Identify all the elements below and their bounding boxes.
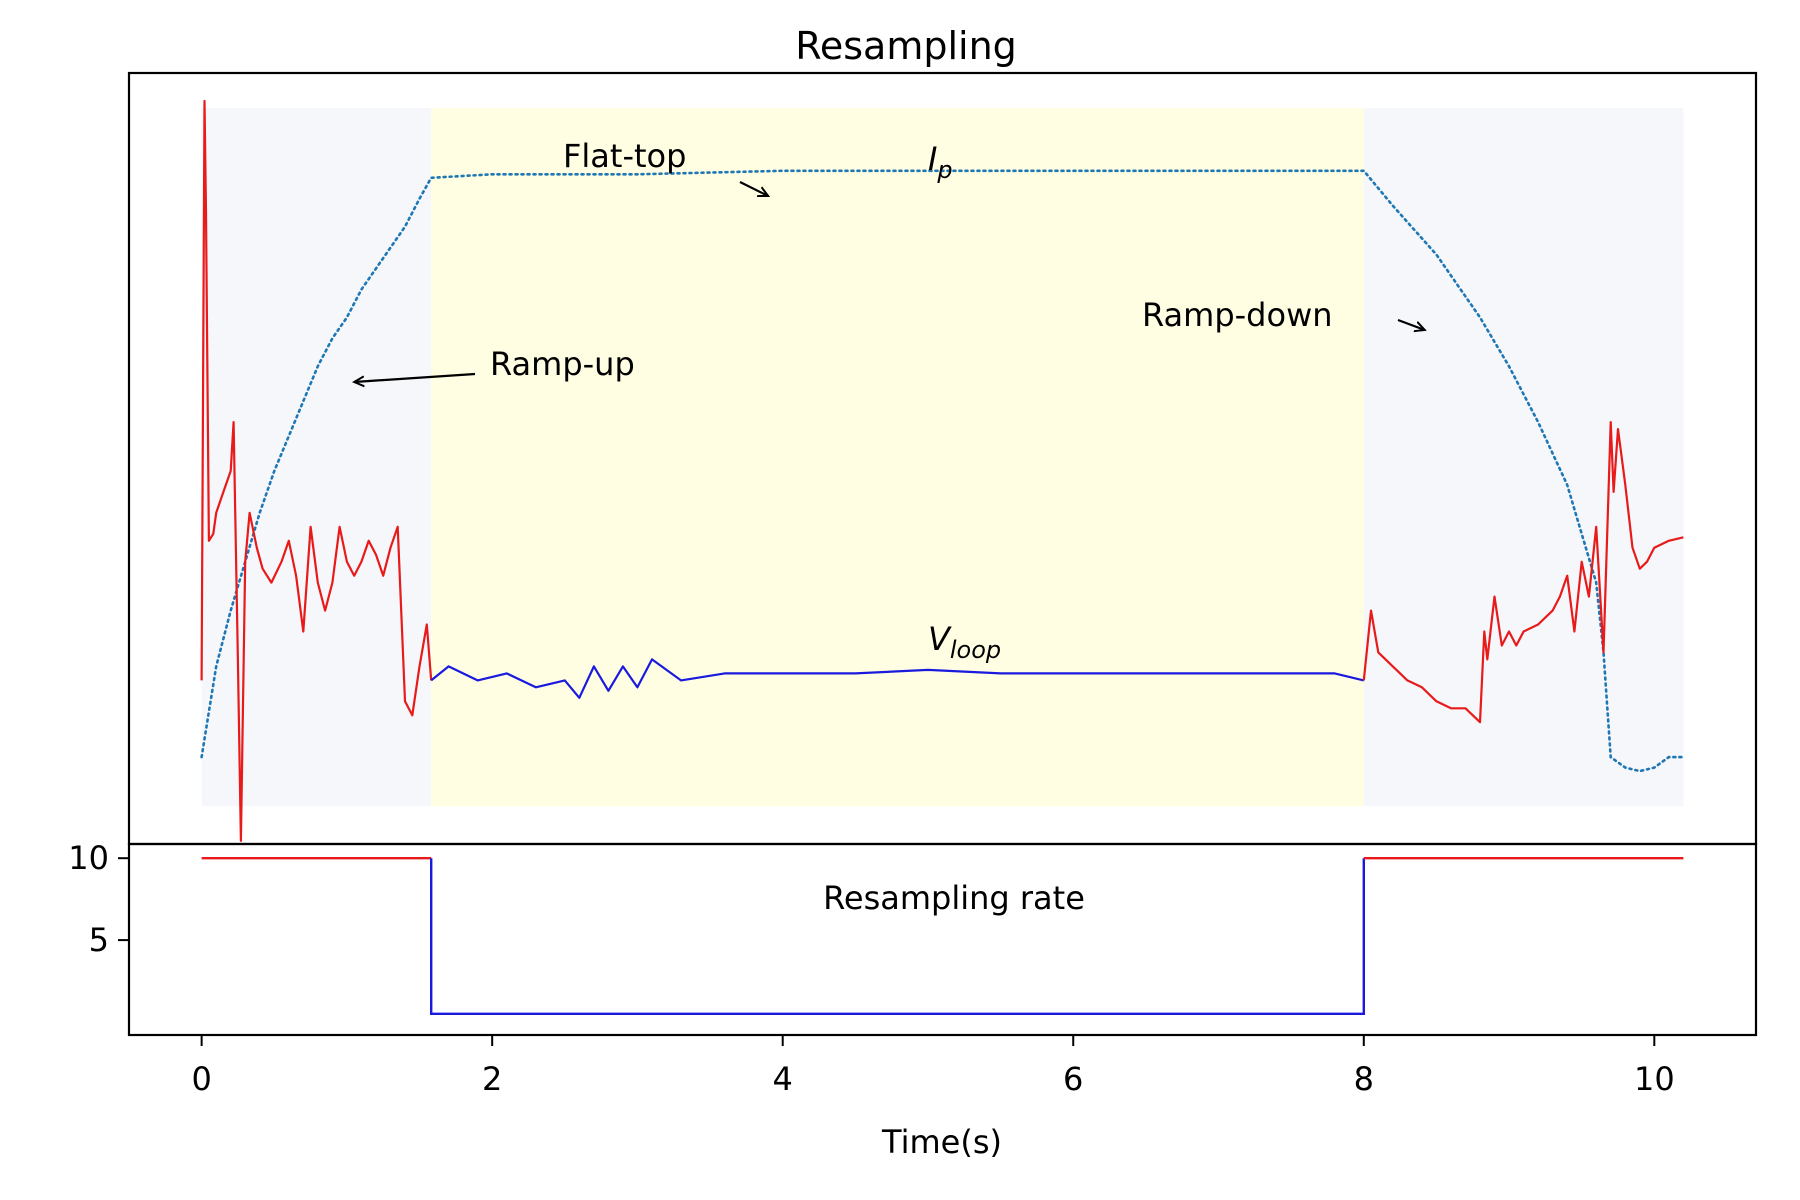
annotation-arrow (354, 372, 476, 382)
rate-line-segment-2 (430, 858, 1365, 1015)
x-tick-label: 4 (773, 1060, 793, 1098)
chart-title: Resampling (795, 24, 1017, 68)
vloop-line-segment-1 (200, 99, 433, 842)
vloop-label: Vloop (928, 620, 1001, 664)
phase-bands (201, 108, 1684, 806)
annotation-arrow (739, 181, 768, 196)
vloop-line-segment-2 (430, 658, 1365, 699)
phase-band-ramp-up (201, 108, 432, 806)
phase-band-ramp-down (1363, 108, 1684, 806)
vloop-line-segment-3 (1362, 421, 1684, 724)
resampling-rate-series (201, 857, 1684, 1015)
annotation-flat-top: Flat-top (563, 137, 686, 175)
bottom-panel: Resampling rate 0 2 4 6 8 10 5 10 Time(s) (68, 839, 1758, 1161)
x-tick-label: 2 (482, 1060, 502, 1098)
x-tick-label: 6 (1063, 1060, 1083, 1098)
ip-label: Ip (928, 140, 953, 184)
y-tick-label: 10 (68, 839, 109, 877)
x-axis-label: Time(s) (881, 1123, 1002, 1161)
bottom-panel-frame (127, 842, 1758, 1037)
annotation-ramp-up: Ramp-up (490, 345, 635, 383)
resampling-rate-label: Resampling rate (823, 879, 1085, 917)
x-tick-label: 0 (191, 1060, 211, 1098)
vloop-series (200, 99, 1684, 842)
x-axis-ticks: 0 2 4 6 8 10 (191, 1035, 1675, 1098)
annotation-arrow (1397, 318, 1425, 330)
y-tick-label: 5 (89, 921, 109, 959)
x-tick-label: 8 (1354, 1060, 1374, 1098)
phase-band-flat-top (431, 108, 1364, 806)
y-axis-ticks: 5 10 (68, 839, 129, 959)
x-tick-label: 10 (1634, 1060, 1675, 1098)
annotation-ramp-down: Ramp-down (1142, 296, 1333, 334)
